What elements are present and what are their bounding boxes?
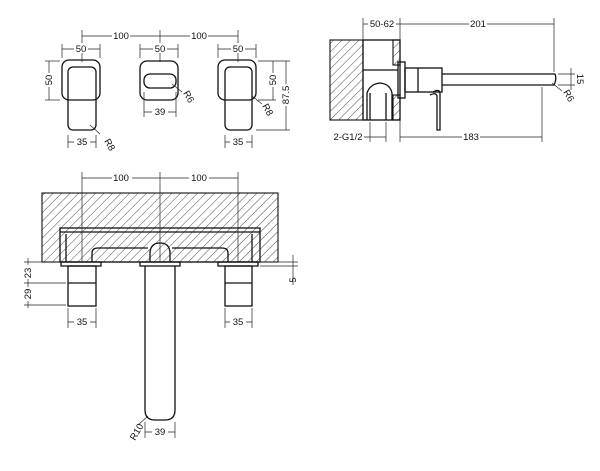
dim-left-lever-width: 35 <box>77 137 88 148</box>
dim-left-height: 50 <box>44 75 55 86</box>
dim-right-width: 50 <box>233 44 244 55</box>
dim-right-height: 50 <box>268 75 279 86</box>
dim-spacing-left: 100 <box>113 31 129 42</box>
dim-left-radius: R8 <box>101 137 117 153</box>
dim-left-handle-width: 35 <box>77 317 88 328</box>
dim-front-spacing-right: 100 <box>191 173 207 184</box>
dim-flange-offset: 5 <box>288 277 299 282</box>
top-views: 100 100 50 50 35 R8 50 <box>43 30 292 153</box>
dim-wall-depth: 50-62 <box>370 19 394 30</box>
dim-spout-projection: 201 <box>470 19 486 30</box>
right-handle-top: 50 50 87.5 35 R8 <box>217 43 292 148</box>
front-view: 100 100 23 29 5 35 35 39 R10 <box>22 172 299 443</box>
dim-spout-radius: R6 <box>560 88 576 104</box>
side-view: 50-62 201 183 2-G1/2 15 R6 <box>329 18 585 143</box>
left-handle-top: 50 50 35 R8 <box>43 43 117 153</box>
dim-spout-height: 15 <box>574 74 585 85</box>
dim-front-spacing-left: 100 <box>113 173 129 184</box>
dim-center-width: 50 <box>155 44 166 55</box>
dim-slot-width: 39 <box>155 107 166 118</box>
dim-handle-upper: 23 <box>23 268 34 279</box>
dim-right-lever-width: 35 <box>233 137 244 148</box>
dim-spout-length: 183 <box>463 132 479 143</box>
dim-right-handle-width: 35 <box>233 317 244 328</box>
dim-spout-width: 39 <box>155 427 166 438</box>
center-handle-top: 50 39 R6 <box>139 43 196 118</box>
dim-right-total-height: 87.5 <box>281 86 292 105</box>
dim-spout-radius: R10 <box>128 422 146 443</box>
dim-handle-lower: 29 <box>23 289 34 300</box>
dim-spacing-right: 100 <box>191 31 207 42</box>
dim-right-radius: R8 <box>259 102 275 118</box>
dim-center-radius: R6 <box>180 89 196 105</box>
dim-left-width: 50 <box>76 44 87 55</box>
dim-inlet: 2-G1/2 <box>333 132 362 143</box>
